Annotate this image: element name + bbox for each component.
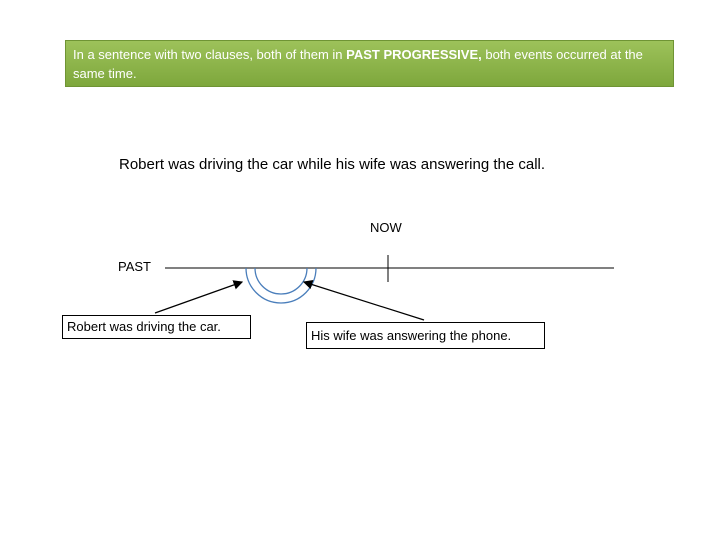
arrow-to-wife-event [302,279,425,321]
banner-text-after: both events occurred at the same time. [73,47,643,81]
robert-event-box: Robert was driving the car. [62,315,251,339]
past-label: PAST [118,259,151,274]
banner-highlight: PAST PROGRESSIVE, [346,47,482,62]
title-banner: In a sentence with two clauses, both of … [65,40,674,87]
now-label: NOW [370,220,402,235]
progressive-arc-outer [245,267,317,304]
example-sentence: Robert was driving the car while his wif… [119,156,546,173]
banner-text-before: In a sentence with two clauses, both of … [73,47,347,62]
wife-event-box: His wife was answering the phone. [306,322,545,349]
progressive-arc-inner [254,267,308,295]
arrow-to-robert-event [154,280,244,314]
